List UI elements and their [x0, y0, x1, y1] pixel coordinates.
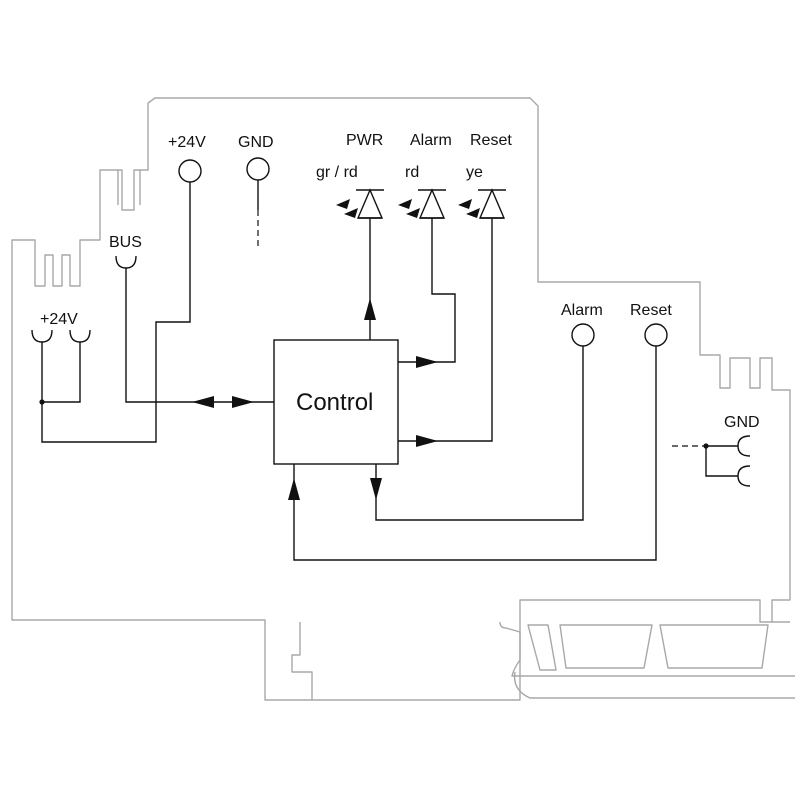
control-label: Control: [296, 389, 373, 416]
arrow-alarm-out: [370, 478, 382, 500]
signal-arrows: [192, 298, 438, 500]
label-led-alarm-color: rd: [405, 164, 419, 181]
arrow-bus-right: [232, 396, 254, 408]
wire-bus: [125, 268, 274, 403]
terminal-gnd-right-2: [737, 465, 751, 487]
label-24v-left: +24V: [40, 311, 78, 328]
arrow-pwr: [364, 298, 376, 320]
wire-24v-top: [41, 182, 191, 443]
terminal-bus: [115, 255, 137, 269]
junction-dot: [703, 443, 709, 449]
terminal-gnd-right-1: [737, 435, 751, 457]
label-reset-right: Reset: [630, 302, 672, 319]
label-led-alarm: Alarm: [410, 132, 452, 149]
arrow-alarm-led: [416, 356, 438, 368]
terminal-gnd-top: [246, 157, 270, 181]
wire-alarm-out: [375, 346, 584, 521]
terminal-reset-right: [644, 323, 668, 347]
arrow-reset-in: [288, 478, 300, 500]
led-pwr: [336, 188, 384, 219]
label-led-reset-color: ye: [466, 164, 483, 181]
control-block: [273, 339, 399, 465]
wire-reset-led: [398, 218, 493, 442]
label-gnd-right: GND: [724, 414, 760, 431]
label-gnd-top: GND: [238, 134, 274, 151]
label-24v-top: +24V: [168, 134, 206, 151]
wire-alarm-led: [398, 218, 456, 363]
terminal-alarm-right: [571, 323, 595, 347]
wire-reset-in: [293, 346, 657, 561]
label-led-pwr: PWR: [346, 132, 383, 149]
label-led-pwr-color: gr / rd: [316, 164, 358, 181]
led-alarm: [398, 188, 446, 219]
terminal-24v-top: [178, 159, 202, 183]
label-alarm-right: Alarm: [561, 302, 603, 319]
terminal-24v-left-2: [69, 329, 91, 343]
module-housing: [11, 97, 795, 701]
arrow-reset-led: [416, 435, 438, 447]
terminal-24v-left-1: [31, 329, 53, 343]
label-led-reset: Reset: [470, 132, 512, 149]
arrow-bus-left: [192, 396, 214, 408]
wire-24v-left: [41, 342, 81, 403]
junction-dot: [39, 399, 45, 405]
label-bus: BUS: [109, 234, 142, 251]
led-reset: [458, 188, 506, 219]
